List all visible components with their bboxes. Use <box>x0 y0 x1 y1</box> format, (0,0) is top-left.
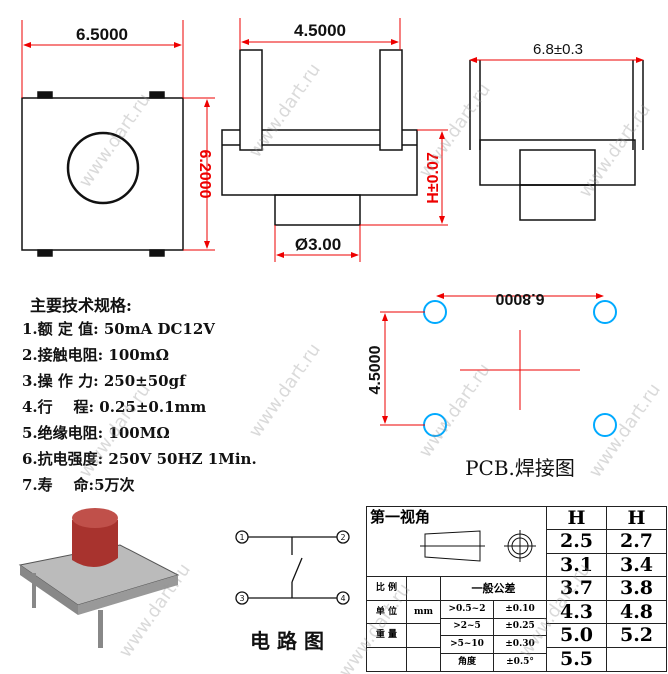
top-view <box>21 20 215 257</box>
h-header: H <box>606 505 667 531</box>
tol-row: >5~10 ±0.30 <box>441 636 546 655</box>
h-value: 5.0 <box>546 623 607 649</box>
tol-range: >5~10 <box>442 636 494 654</box>
spec-item: 1.额 定 值: 50mA DC12V <box>22 320 215 338</box>
pin-2: 2 <box>340 533 345 542</box>
h-value: 3.4 <box>606 552 667 578</box>
side-view <box>221 18 448 262</box>
circuit-diagram <box>235 530 350 605</box>
unit-label: 单 位 <box>366 599 407 625</box>
tol-row: >2~5 ±0.25 <box>441 618 546 637</box>
tol-range: >2~5 <box>442 618 494 636</box>
tolerance-cell: >0.5~2 ±0.10 >2~5 ±0.25 >5~10 ±0.30 角度 ±0.5° <box>440 599 547 673</box>
unit-value: mm <box>406 599 441 625</box>
h-header: H <box>546 505 607 531</box>
switch-photo <box>18 508 180 648</box>
pin-1: 1 <box>239 533 244 542</box>
spec-item: 7.寿 命:5万次 <box>22 476 135 494</box>
end-view <box>469 57 644 221</box>
top-width-dim: 6.5000 <box>76 25 128 44</box>
spec-item: 2.接触电阻: 100mΩ <box>22 346 169 364</box>
h-value: 3.1 <box>546 552 607 578</box>
pcb-height-dim: 4.5000 <box>367 345 384 394</box>
spec-item: 4.行 程: 0.25±0.1mm <box>22 398 207 416</box>
tol-range: >0.5~2 <box>442 601 494 618</box>
pcb-width-dim: 6.8000 <box>495 290 544 307</box>
side-width-dim: 4.5000 <box>294 21 346 40</box>
spec-item: 5.绝缘电阻: 100MΩ <box>22 424 170 442</box>
h-value: 5.2 <box>606 623 667 649</box>
tol-value: ±0.25 <box>505 621 535 632</box>
height-tol-dim: H±0.07 <box>425 152 442 204</box>
pin-3: 3 <box>239 594 244 603</box>
top-height-dim: 6.2000 <box>196 150 213 199</box>
ratio-label: 比 例 <box>366 576 407 601</box>
h-value: 2.7 <box>606 529 667 554</box>
h-value: 4.3 <box>546 599 607 625</box>
projection-icon <box>420 530 536 562</box>
specs-title: 主要技术规格: <box>30 296 132 315</box>
pin-4: 4 <box>340 594 345 603</box>
h-value: 3.7 <box>546 576 607 601</box>
pcb-title: PCB.焊接图 <box>465 456 575 480</box>
circuit-title: 电 路 图 <box>250 629 324 653</box>
h-value <box>606 647 667 672</box>
pcb-layout <box>380 293 617 437</box>
spec-item: 3.操 作 力: 250±50gf <box>22 372 186 390</box>
spec-item: 6.抗电强度: 250V 50HZ 1Min. <box>22 450 257 468</box>
button-dia-dim: Ø3.00 <box>295 235 341 254</box>
h-value: 4.8 <box>606 599 667 625</box>
h-value: 2.5 <box>546 529 607 554</box>
h-value: 3.8 <box>606 576 667 601</box>
tol-value: ±0.30 <box>505 639 535 650</box>
weight-label: 重 量 <box>366 623 407 649</box>
view-label: 第一视角 <box>370 508 431 526</box>
tolerance-label: 一般公差 <box>440 576 547 601</box>
end-width-dim: 6.8±0.3 <box>533 41 583 58</box>
tol-row: 角度 ±0.5° <box>442 654 546 671</box>
tol-value: ±0.5° <box>506 657 534 668</box>
tol-value: ±0.10 <box>505 603 535 614</box>
view-cell: 第一视角 <box>366 505 547 578</box>
tol-row: >0.5~2 ±0.10 <box>441 601 546 619</box>
tol-range: 角度 <box>442 654 494 671</box>
h-value: 5.5 <box>546 647 607 672</box>
